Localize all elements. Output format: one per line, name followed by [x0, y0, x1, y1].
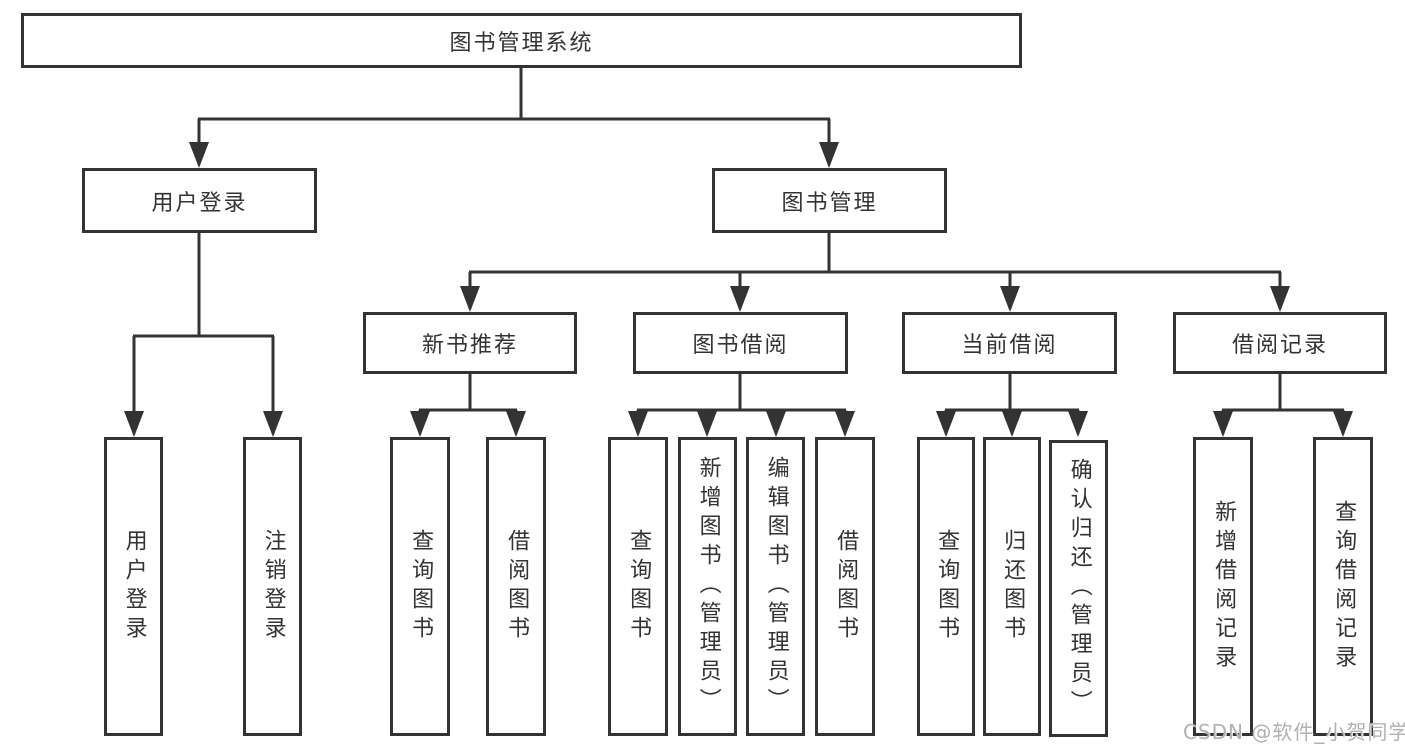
leaf-label: 归还图书 — [1000, 528, 1026, 645]
leaf-borrow-query-books: 查询图书 — [608, 437, 668, 736]
node-user-login: 用户登录 — [82, 168, 317, 233]
leaf-user-login: 用户登录 — [104, 437, 163, 736]
arrow-down-icon — [1213, 411, 1233, 437]
arrow-down-icon — [410, 411, 430, 437]
node-new-book-recommendation: 新书推荐 — [363, 312, 577, 374]
leaf-label: 用户登录 — [121, 528, 147, 645]
leaf-borrow-add-books-admin: 新增图书（管理员） — [678, 437, 737, 736]
arrow-down-icon — [766, 411, 786, 437]
leaf-borrow-edit-books-admin: 编辑图书（管理员） — [746, 437, 805, 736]
leaf-label: 确认归还（管理员） — [1066, 458, 1092, 719]
arrow-down-icon — [1068, 411, 1088, 437]
node-borrowing-records: 借阅记录 — [1173, 312, 1387, 374]
arrow-down-icon — [189, 142, 209, 168]
node-current-borrowing: 当前借阅 — [902, 312, 1117, 374]
arrow-down-icon — [1000, 286, 1020, 312]
arrow-down-icon — [506, 411, 526, 437]
arrow-down-icon — [819, 142, 839, 168]
leaf-label: 新增图书（管理员） — [695, 456, 721, 717]
csdn-watermark: CSDN @软件_小贺同学 — [1183, 720, 1405, 744]
leaf-borrow-borrow-books: 借阅图书 — [815, 437, 875, 736]
leaf-records-add-borrow-record: 新增借阅记录 — [1193, 437, 1253, 736]
leaf-label: 借阅图书 — [504, 528, 530, 645]
leaf-recommend-borrow-books: 借阅图书 — [486, 437, 546, 736]
arrowheads — [124, 142, 1353, 437]
arrow-down-icon — [124, 411, 144, 437]
connector-lines — [132, 68, 1345, 434]
arrow-down-icon — [835, 411, 855, 437]
arrow-down-icon — [730, 286, 750, 312]
arrow-down-icon — [1270, 286, 1290, 312]
leaf-label: 注销登录 — [260, 528, 286, 645]
leaf-current-return-books: 归还图书 — [983, 437, 1041, 736]
arrow-down-icon — [628, 411, 648, 437]
leaf-recommend-query-books: 查询图书 — [390, 437, 450, 736]
arrow-down-icon — [1002, 411, 1022, 437]
node-root-library-system: 图书管理系统 — [21, 13, 1022, 68]
leaf-label: 查询借阅记录 — [1331, 499, 1357, 674]
arrow-down-icon — [697, 411, 717, 437]
leaf-logout-login: 注销登录 — [243, 437, 302, 736]
leaf-label: 查询图书 — [934, 528, 960, 645]
arrow-down-icon — [936, 411, 956, 437]
arrow-down-icon — [460, 286, 480, 312]
arrow-down-icon — [263, 411, 283, 437]
leaf-label: 借阅图书 — [833, 528, 859, 645]
leaf-label: 查询图书 — [408, 528, 434, 645]
node-book-borrowing: 图书借阅 — [633, 312, 848, 374]
leaf-current-query-books: 查询图书 — [917, 437, 975, 736]
leaf-records-query-borrow-record: 查询借阅记录 — [1313, 437, 1373, 736]
leaf-label: 查询图书 — [626, 528, 652, 645]
leaf-current-confirm-return-admin: 确认归还（管理员） — [1049, 440, 1108, 737]
leaf-label: 编辑图书（管理员） — [763, 456, 789, 717]
leaf-label: 新增借阅记录 — [1211, 499, 1237, 674]
node-book-management: 图书管理 — [712, 168, 947, 233]
arrow-down-icon — [1333, 411, 1353, 437]
